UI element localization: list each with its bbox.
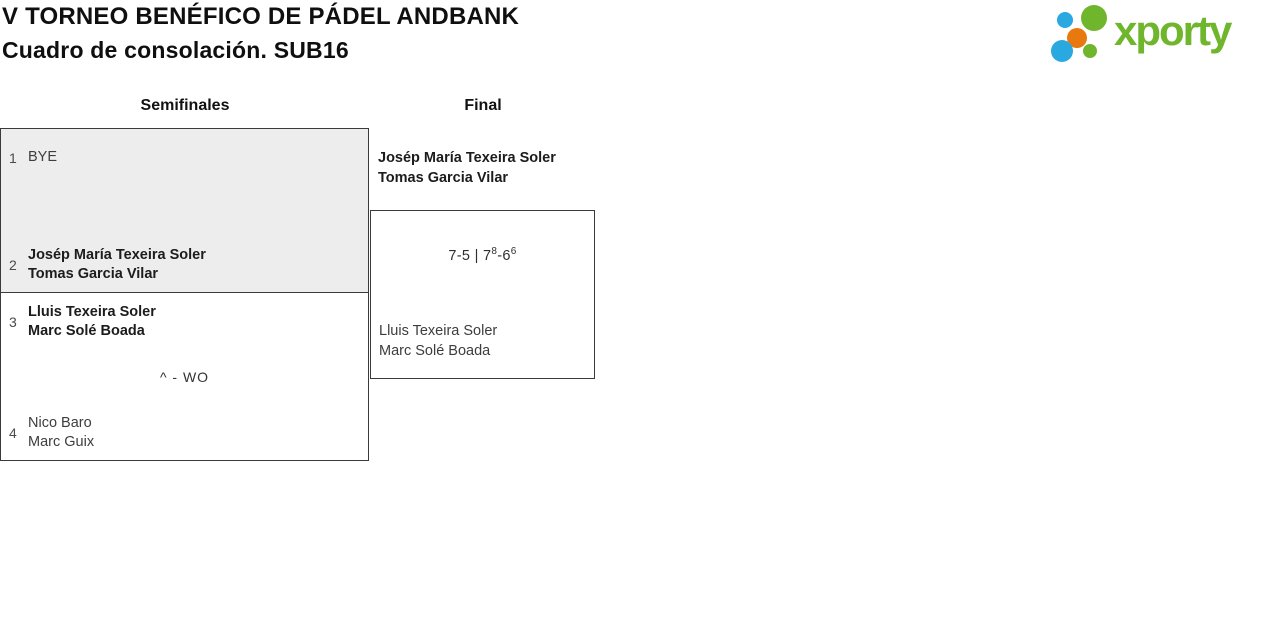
xporty-logo-wordmark: xporty [1114,7,1232,54]
walkover-note: ^ - WO [159,368,210,385]
xporty-logo-mark [1051,5,1107,62]
match2-team-baro-guix: 4 Nico Baro Marc Guix [1,413,368,453]
final-winner-team: Josép María Texeira Soler Tomas Garcia V… [378,149,556,188]
match2-team-texeira-sole: 3 Lluis Texeira Soler Marc Solé Boada [1,302,368,342]
logo-dot-green-large [1081,5,1107,31]
player-name: Marc Guix [28,434,95,450]
score-set2: -6 [497,248,511,264]
round-header-final: Final [464,97,502,114]
final-match: 7-5 | 78-66 Lluis Texeira Soler Marc Sol… [370,210,595,379]
player-name: Tomas Garcia Vilar [28,266,159,282]
player-name: Tomas Garcia Vilar [378,169,509,186]
semifinal-match-1: 1 BYE 2 Josép María Texeira Soler Tomas … [0,128,369,293]
player-name: Nico Baro [28,414,92,431]
logo-dot-blue-large [1051,40,1073,62]
xporty-logo[interactable]: xporty [1046,2,1232,62]
player-name: Lluis Texeira Soler [28,303,156,320]
logo-dot-blue-small [1057,12,1073,28]
seed-number: 2 [9,257,17,273]
player-name: Josép María Texeira Soler [28,246,206,263]
match1-team-bye: 1 BYE [1,138,368,178]
player-name: Marc Solé Boada [28,323,145,339]
player-name: Josép María Texeira Soler [378,150,556,166]
player-name: Marc Solé Boada [379,342,491,359]
final-runner-up-team: Lluis Texeira Soler Marc Solé Boada [379,322,497,361]
page-subtitle: Cuadro de consolación. SUB16 [2,37,349,63]
final-score: 7-5 | 78-66 [371,246,594,264]
player-name: Lluis Texeira Soler [379,323,498,339]
score-set1: 7-5 | 7 [448,248,492,264]
seed-number: 3 [9,314,17,330]
page-title: V TORNEO BENÉFICO DE PÁDEL ANDBANK [2,3,520,30]
seed-number: 1 [9,150,17,166]
round-header-semifinales: Semifinales [140,97,230,114]
seed-number: 4 [9,425,17,441]
semifinal-match-2: 3 Lluis Texeira Soler Marc Solé Boada ^ … [0,293,369,461]
player-name: BYE [28,149,58,166]
score-tiebreak-1: 8 [491,246,498,258]
score-tiebreak-2: 6 [510,246,517,258]
logo-dot-orange [1067,28,1087,48]
logo-dot-green-small [1083,44,1097,58]
match1-team-texeira-garcia: 2 Josép María Texeira Soler Tomas Garcia… [1,245,368,285]
